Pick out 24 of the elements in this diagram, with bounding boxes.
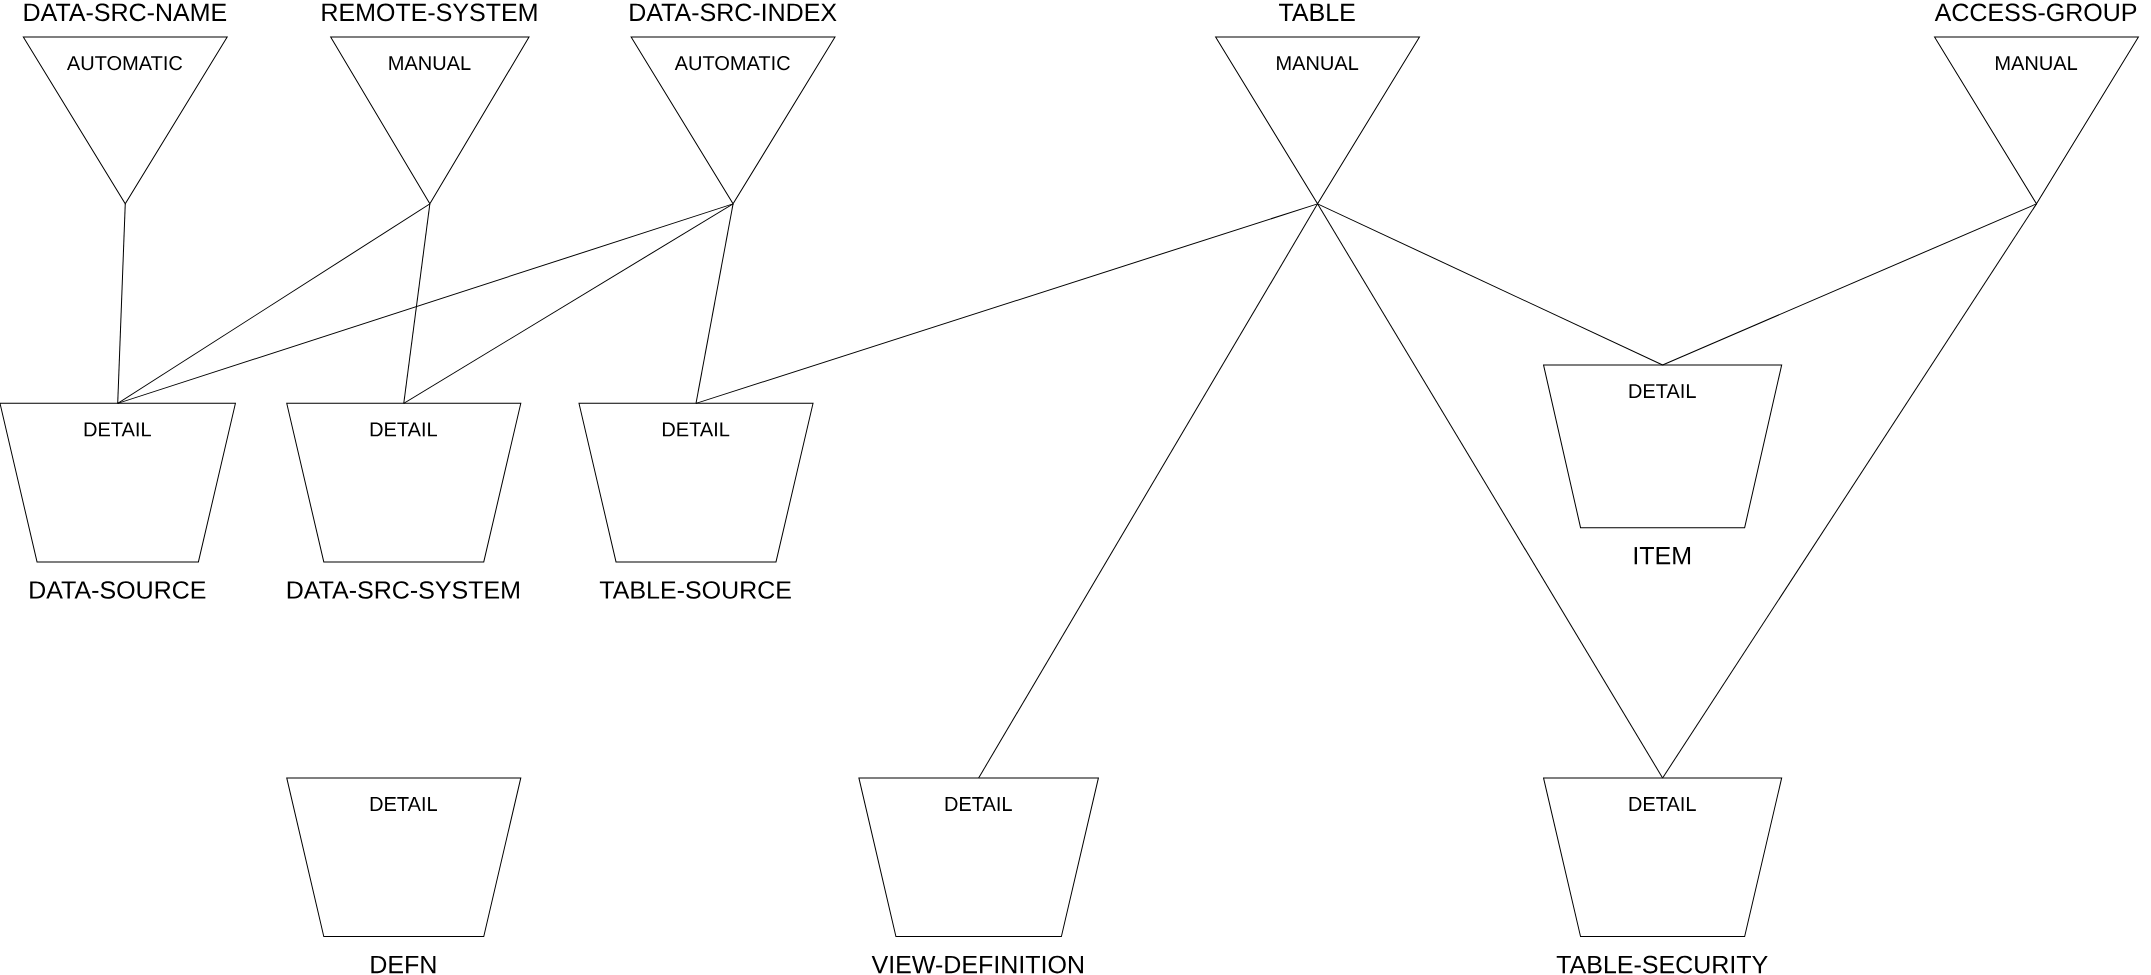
node-label: TABLE-SOURCE	[599, 581, 791, 599]
connector-line	[695, 203, 1319, 404]
node-label: REMOTE-SYSTEM	[322, 3, 537, 22]
connector-line	[117, 203, 431, 404]
connector-line	[117, 203, 734, 404]
node-label: DEFN	[371, 955, 436, 974]
node-label: DATA-SRC-NAME	[24, 3, 227, 22]
node-label: DATA-SOURCE	[30, 581, 206, 599]
connector-line	[403, 203, 431, 404]
node-label: TABLE	[1279, 3, 1355, 21]
node-label: ACCESS-GROUP	[1934, 3, 2137, 22]
node-label: TABLE-SECURITY	[1556, 955, 1768, 974]
node-label: VIEW-DEFINITION	[871, 955, 1083, 974]
node-label: DATA-SRC-SYSTEM	[287, 581, 519, 599]
connector-line	[117, 203, 126, 404]
node-label: ITEM	[1634, 547, 1691, 565]
connector-line	[1662, 203, 2037, 779]
connector-line	[1317, 203, 1664, 779]
connector-line	[695, 203, 734, 404]
connector-line	[1317, 203, 1664, 366]
connector-line	[403, 203, 734, 404]
connector-line	[978, 203, 1319, 779]
connector-line	[1662, 203, 2037, 366]
node-label: DATA-SRC-INDEX	[630, 3, 837, 22]
